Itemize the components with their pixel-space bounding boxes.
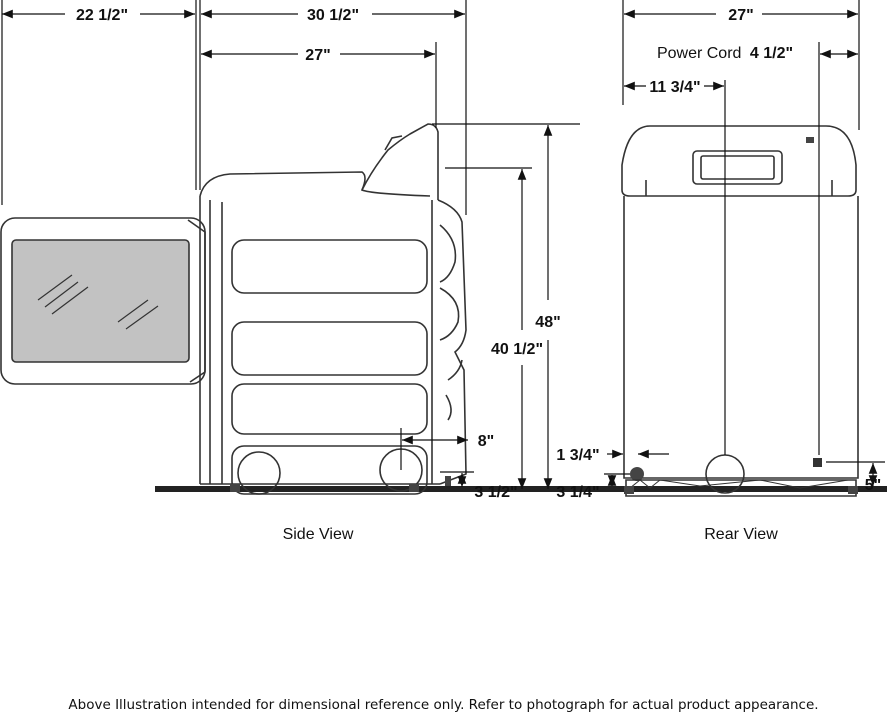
floor-line bbox=[155, 486, 887, 492]
cabinet-side bbox=[199, 123, 467, 495]
open-door bbox=[0, 217, 206, 385]
dim-height-top: 40 1/2" bbox=[491, 341, 543, 358]
rear-view-label: Rear View bbox=[704, 526, 778, 543]
power-cord-value: 4 1/2" bbox=[750, 45, 793, 62]
side-dimensions: 22 1/2" 30 1/2" 27" 48" 40 1/2" 8" 3 1/2… bbox=[1, 0, 580, 501]
dim-cord-height: 5" bbox=[865, 477, 881, 494]
dim-gas-height: 3 1/4" bbox=[556, 484, 599, 501]
dim-side-depth: 27" bbox=[305, 47, 330, 64]
side-view-label: Side View bbox=[283, 526, 354, 543]
dim-rear-width: 27" bbox=[728, 7, 753, 24]
dim-depth-with-door: 30 1/2" bbox=[307, 7, 359, 24]
dim-door-width: 22 1/2" bbox=[76, 7, 128, 24]
dim-vent-offset: 8" bbox=[478, 433, 494, 450]
dim-power-cord: Power Cord 4 1/2" bbox=[657, 45, 793, 62]
dim-height-total: 48" bbox=[535, 314, 560, 331]
power-cord-label: Power Cord bbox=[657, 45, 741, 62]
dim-vent-height: 3 1/2" bbox=[474, 484, 517, 501]
dim-gas-offset: 1 3/4" bbox=[556, 447, 599, 464]
side-view-drawing bbox=[0, 123, 467, 495]
rear-dimensions: 27" Power Cord 4 1/2" 11 3/4" 1 3/4" 3 1… bbox=[556, 0, 885, 501]
rear-view-drawing bbox=[621, 125, 859, 497]
dim-vent-center: 11 3/4" bbox=[649, 79, 700, 96]
footer-note: Above Illustration intended for dimensio… bbox=[68, 697, 819, 713]
